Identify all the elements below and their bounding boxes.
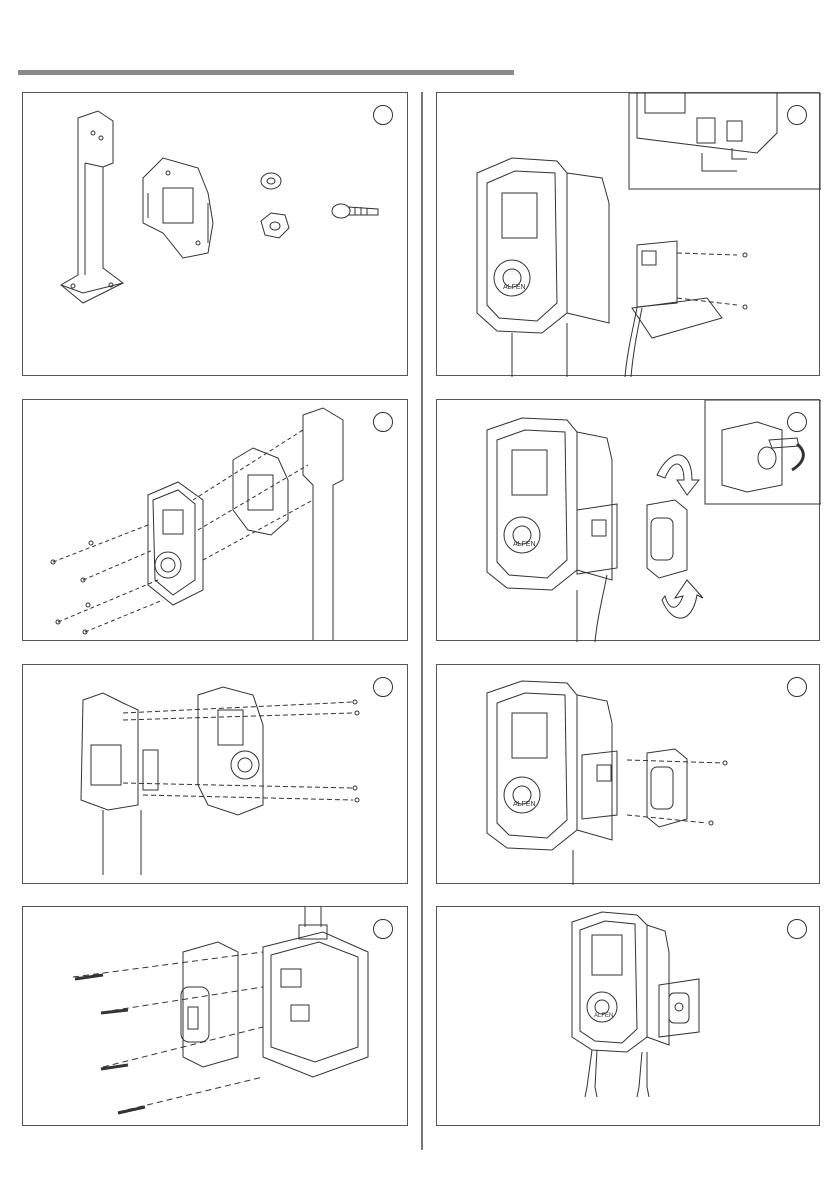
wallbox-rear-icon xyxy=(81,693,158,875)
step-panel-6: ALFEN xyxy=(436,399,820,641)
cable-icon xyxy=(595,575,607,642)
brand-label: ALFEN xyxy=(513,801,536,808)
mounting-illustration xyxy=(23,400,409,642)
junction-box-icon xyxy=(263,932,368,1077)
wallbox-icon xyxy=(487,418,612,642)
junction-box-icon xyxy=(632,241,722,338)
step-panel-1 xyxy=(22,92,408,376)
step-panel-3 xyxy=(22,664,408,884)
pole-icon xyxy=(61,111,123,303)
footer-text xyxy=(2,1186,152,1192)
screw-icon xyxy=(677,253,737,305)
wallbox-assembled-icon xyxy=(572,912,669,1052)
rotate-illustration: ALFEN xyxy=(437,400,821,642)
brand-label: ALFEN xyxy=(594,1013,613,1019)
switch-box-icon xyxy=(659,979,699,1037)
cover-illustration: ALFEN xyxy=(437,665,821,885)
cover-plate-icon xyxy=(181,942,238,1067)
detail-inset-icon xyxy=(629,93,821,189)
step-panel-5: ALFEN xyxy=(436,92,820,376)
switch-detail-icon xyxy=(705,400,821,504)
attach-illustration xyxy=(23,665,409,885)
step-panel-8: ALFEN xyxy=(436,906,820,1126)
junction-illustration xyxy=(23,907,409,1127)
bracket-plate-icon xyxy=(143,158,213,258)
brand-label: ALFEN xyxy=(503,284,526,291)
pole-icon xyxy=(303,408,343,640)
bolt-icon xyxy=(332,204,378,218)
step-panel-7: ALFEN xyxy=(436,664,820,884)
wiring-illustration: ALFEN xyxy=(437,93,821,377)
wallbox-icon xyxy=(198,687,263,815)
header-rule xyxy=(18,70,514,75)
screw-icon xyxy=(627,760,722,823)
step-panel-4 xyxy=(22,906,408,1126)
wallbox-icon xyxy=(477,158,609,377)
bracket-plate-icon xyxy=(233,448,288,535)
cable-icon xyxy=(585,1050,649,1097)
column-divider xyxy=(421,92,423,1150)
parts-illustration xyxy=(23,93,409,377)
wallbox-icon xyxy=(148,482,203,605)
cover-plate-icon xyxy=(647,500,687,578)
finished-illustration: ALFEN xyxy=(437,907,821,1127)
junction-box-icon xyxy=(577,504,617,574)
hex-nut-icon xyxy=(261,213,289,238)
brand-label: ALFEN xyxy=(513,541,536,548)
washer-icon xyxy=(261,173,281,189)
wallbox-icon xyxy=(487,681,612,885)
rotate-arrow-icon xyxy=(657,455,703,618)
step-panel-2 xyxy=(22,399,408,641)
